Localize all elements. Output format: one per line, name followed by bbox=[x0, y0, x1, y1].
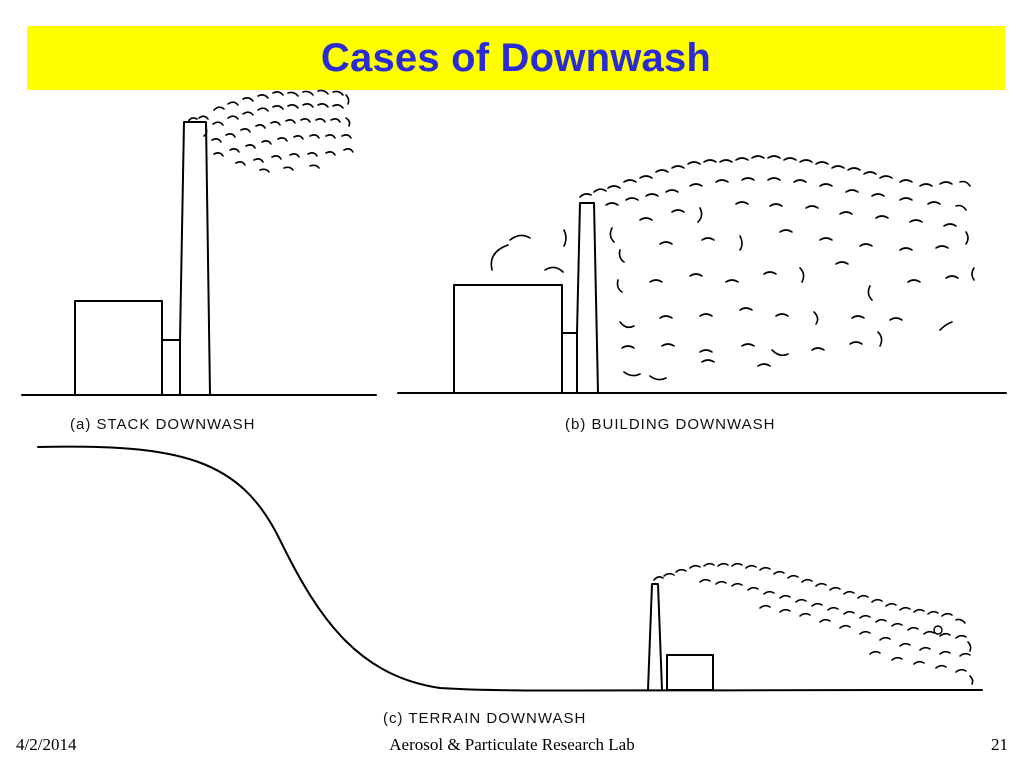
panel-b-building bbox=[453, 284, 563, 394]
panel-a-caption: (a) STACK DOWNWASH bbox=[70, 416, 256, 433]
panel-c-terrain-line bbox=[37, 445, 983, 692]
panel-b-stack bbox=[576, 202, 599, 394]
slide-title: Cases of Downwash bbox=[320, 35, 712, 80]
title-bar: Cases of Downwash bbox=[27, 26, 1005, 90]
panel-a-building bbox=[74, 300, 163, 396]
panel-c-terrain-downwash bbox=[37, 445, 983, 692]
panel-b-plume bbox=[490, 155, 975, 381]
panel-c-plume bbox=[653, 562, 974, 685]
panel-b-building-downwash bbox=[397, 155, 1007, 394]
panel-c-caption: (c) TERRAIN DOWNWASH bbox=[383, 710, 586, 727]
panel-c-building bbox=[666, 654, 714, 691]
panel-c-stack bbox=[647, 583, 663, 691]
panel-a-stack-downwash bbox=[21, 89, 377, 396]
panel-a-stack bbox=[179, 121, 211, 396]
panel-a-plume bbox=[187, 89, 354, 173]
footer-date: 4/2/2014 bbox=[16, 735, 77, 754]
footer-page-number: 21 bbox=[991, 735, 1008, 754]
panel-b-caption: (b) BUILDING DOWNWASH bbox=[565, 416, 775, 433]
footer-lab-name: Aerosol & Particulate Research Lab bbox=[389, 735, 635, 754]
